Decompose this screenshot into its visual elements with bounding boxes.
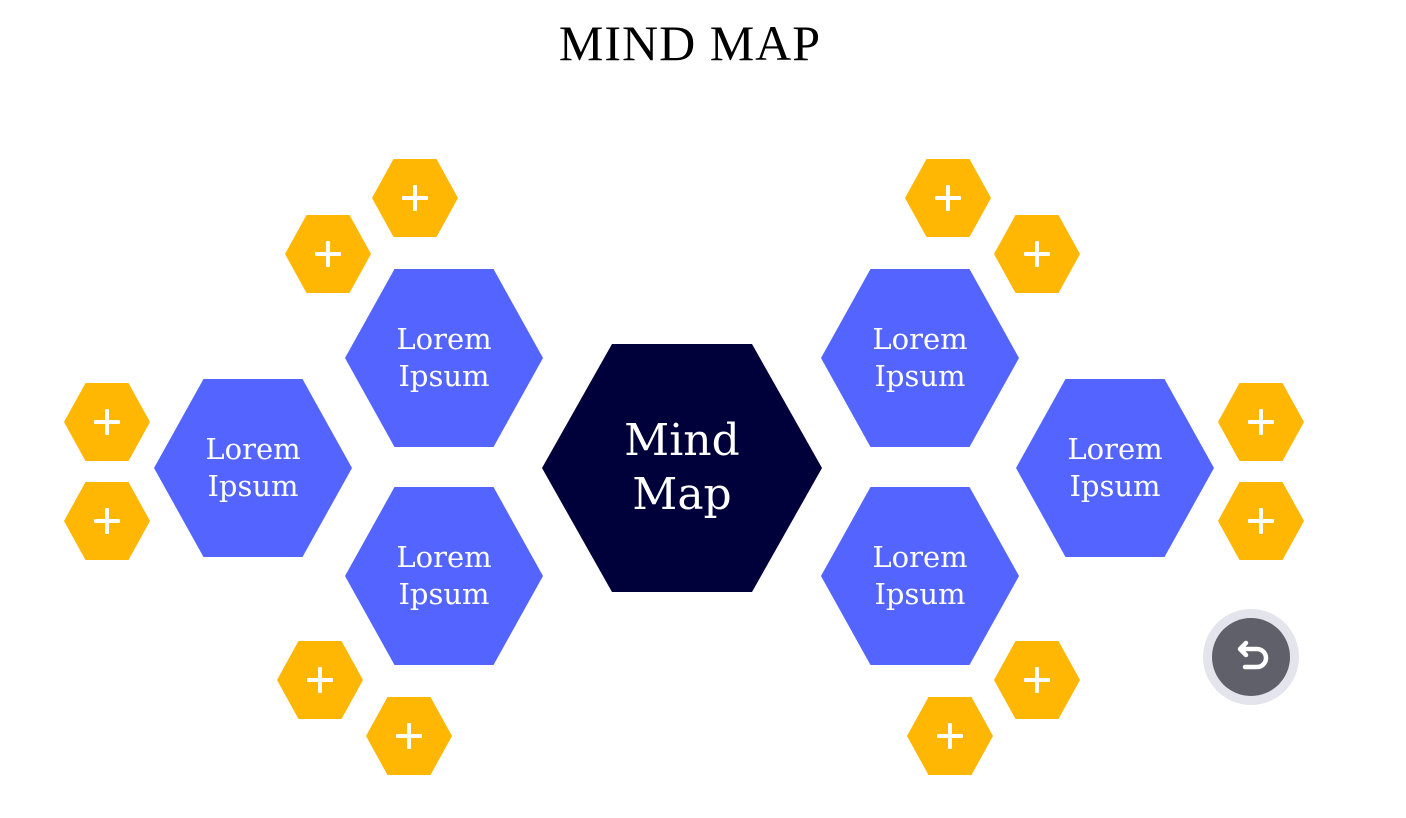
topic-label-line2: Ipsum xyxy=(398,359,490,393)
add-subtopic-button[interactable] xyxy=(907,697,993,775)
plus-icon xyxy=(396,723,422,749)
topic-node-far-left[interactable]: Lorem Ipsum xyxy=(154,379,352,557)
undo-button-fill xyxy=(1212,618,1290,696)
topic-label-line1: Lorem xyxy=(396,540,492,574)
add-subtopic-button[interactable] xyxy=(64,482,150,560)
topic-label-line2: Ipsum xyxy=(874,577,966,611)
add-subtopic-button[interactable] xyxy=(366,697,452,775)
plus-icon xyxy=(935,185,961,211)
topic-label-line2: Ipsum xyxy=(398,577,490,611)
topic-node-upper-right[interactable]: Lorem Ipsum xyxy=(821,269,1019,447)
plus-icon xyxy=(94,508,120,534)
add-subtopic-button[interactable] xyxy=(994,215,1080,293)
plus-icon xyxy=(937,723,963,749)
plus-icon xyxy=(1024,241,1050,267)
central-node-label-line2: Map xyxy=(632,469,732,520)
topic-label-line2: Ipsum xyxy=(207,469,299,503)
plus-icon xyxy=(1024,667,1050,693)
undo-button[interactable] xyxy=(1203,609,1299,705)
topic-label-line1: Lorem xyxy=(1067,432,1163,466)
add-subtopic-button[interactable] xyxy=(285,215,371,293)
add-subtopic-button[interactable] xyxy=(64,383,150,461)
topic-label-line1: Lorem xyxy=(872,540,968,574)
plus-icon xyxy=(1248,508,1274,534)
topic-node-lower-left[interactable]: Lorem Ipsum xyxy=(345,487,543,665)
add-subtopic-button[interactable] xyxy=(372,159,458,237)
plus-icon xyxy=(315,241,341,267)
central-node[interactable]: Mind Map xyxy=(542,344,822,592)
central-node-label-line1: Mind xyxy=(624,415,740,466)
topic-label-line2: Ipsum xyxy=(874,359,966,393)
topic-node-lower-right[interactable]: Lorem Ipsum xyxy=(821,487,1019,665)
plus-icon xyxy=(1248,409,1274,435)
add-subtopic-button[interactable] xyxy=(1218,383,1304,461)
topic-label-line1: Lorem xyxy=(396,322,492,356)
page-title: MIND MAP xyxy=(558,15,822,71)
plus-icon xyxy=(94,409,120,435)
undo-icon xyxy=(1237,640,1269,670)
topic-node-far-right[interactable]: Lorem Ipsum xyxy=(1016,379,1214,557)
topic-label-line2: Ipsum xyxy=(1069,469,1161,503)
topic-label-line1: Lorem xyxy=(872,322,968,356)
topic-label-line1: Lorem xyxy=(205,432,301,466)
add-subtopic-button[interactable] xyxy=(277,641,363,719)
add-subtopic-button[interactable] xyxy=(994,641,1080,719)
add-subtopic-button[interactable] xyxy=(1218,482,1304,560)
plus-icon xyxy=(402,185,428,211)
plus-icon xyxy=(307,667,333,693)
topic-node-upper-left[interactable]: Lorem Ipsum xyxy=(345,269,543,447)
add-subtopic-button[interactable] xyxy=(905,159,991,237)
